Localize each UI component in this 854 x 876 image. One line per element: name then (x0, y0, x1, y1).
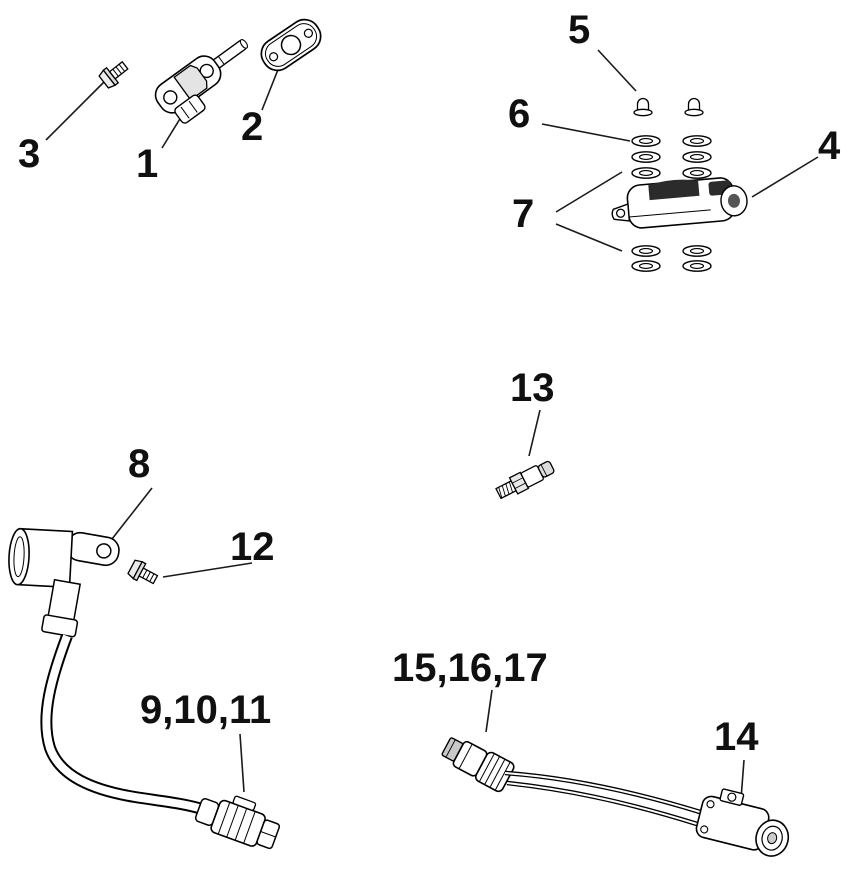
callout-9-10-11: 9,10,11 (140, 688, 272, 732)
callout-12: 12 (230, 525, 275, 569)
part-5-grommets (633, 97, 704, 117)
part-13-switch (495, 460, 555, 500)
leader-6 (541, 123, 631, 142)
part-9-10-11-connector (194, 795, 281, 850)
part-8-crank-sensor (8, 527, 204, 815)
callout-1: 1 (136, 142, 159, 186)
harness-wires (504, 770, 701, 827)
callout-15-16-17: 15,16,17 (392, 646, 548, 690)
callout-3: 3 (18, 132, 41, 176)
leader-9-10-11 (239, 733, 245, 793)
callout-2: 2 (241, 105, 264, 149)
leader-7a (555, 171, 623, 213)
part-14-switch (695, 788, 790, 857)
callout-13: 13 (510, 366, 555, 410)
callout-6: 6 (508, 92, 531, 136)
part-1-sensor (154, 39, 249, 124)
leader-4 (751, 156, 819, 198)
leader-13 (528, 409, 541, 457)
leader-12 (162, 562, 253, 578)
part-4-sensor (611, 177, 748, 229)
callout-5: 5 (568, 8, 591, 52)
callout-14: 14 (714, 715, 759, 759)
leader-14 (740, 759, 745, 800)
leader-15-16-17 (485, 689, 493, 733)
leader-5 (597, 49, 637, 92)
part-3-screw (97, 57, 132, 91)
leader-8 (111, 487, 153, 540)
part-12-screw (126, 557, 161, 589)
part-2-gasket (260, 18, 322, 72)
leader-3 (45, 81, 105, 141)
part-15-16-17-connector (441, 737, 515, 793)
leader-7b (555, 223, 623, 252)
callout-8: 8 (128, 442, 151, 486)
leader-lines (45, 49, 819, 800)
callout-4: 4 (818, 124, 841, 168)
callout-7: 7 (512, 192, 535, 236)
